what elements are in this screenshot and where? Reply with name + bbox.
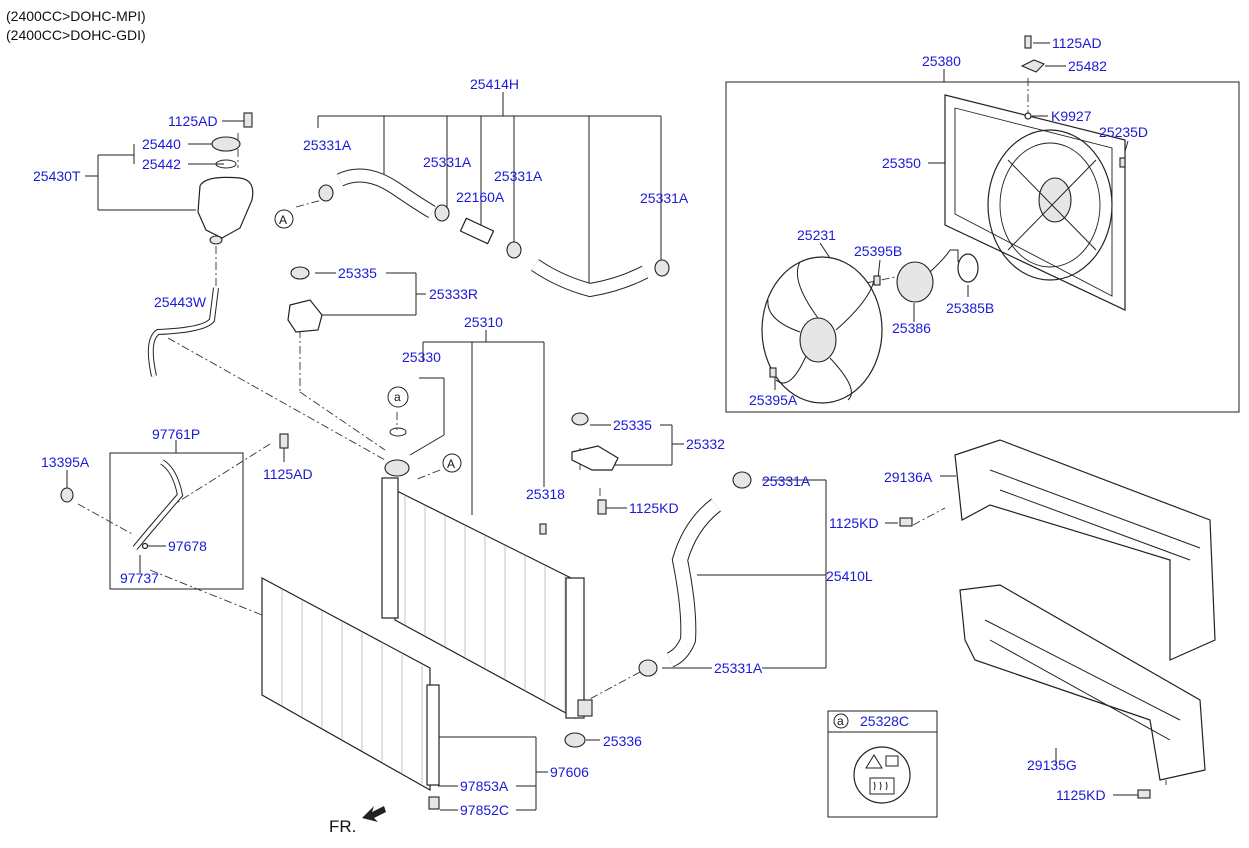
label-25330: 25330 xyxy=(402,349,441,365)
callout-A-hose: A xyxy=(279,213,287,227)
ac-condenser xyxy=(261,576,440,810)
label-97853A: 97853A xyxy=(460,778,509,794)
label-97678: 97678 xyxy=(168,538,207,554)
label-29135G: 29135G xyxy=(1027,757,1077,773)
radiator xyxy=(381,459,593,720)
label-25310: 25310 xyxy=(464,314,503,330)
upper-mount-bracket xyxy=(287,266,323,333)
lower-hose xyxy=(638,471,752,677)
label-25350: 25350 xyxy=(882,155,921,171)
label-25380: 25380 xyxy=(922,53,961,69)
upper-hose xyxy=(318,168,670,298)
ac-pipe-bracket xyxy=(60,433,289,550)
label-97852C: 97852C xyxy=(460,802,509,818)
label-25442: 25442 xyxy=(142,156,181,172)
label-25231: 25231 xyxy=(797,227,836,243)
label-25331A-5: 25331A xyxy=(762,473,811,489)
label-97606: 97606 xyxy=(550,764,589,780)
label-25395A: 25395A xyxy=(749,392,798,408)
header-line-2: (2400CC>DOHC-GDI) xyxy=(6,27,146,43)
hot-coolant-warning-icon xyxy=(853,746,911,804)
label-25331A-1: 25331A xyxy=(303,137,352,153)
header-line-1: (2400CC>DOHC-MPI) xyxy=(6,8,146,24)
label-25385B: 25385B xyxy=(946,300,994,316)
leader-lines xyxy=(66,42,1138,811)
label-25443W: 25443W xyxy=(154,294,207,310)
label-25235D: 25235D xyxy=(1099,124,1148,140)
label-1125AD-bracket: 1125AD xyxy=(263,466,313,482)
label-K9927: K9927 xyxy=(1051,108,1092,124)
label-25332: 25332 xyxy=(686,436,725,452)
warning-label-box xyxy=(827,710,938,818)
callout-a-label: a xyxy=(837,714,844,728)
label-1125KD-frame: 1125KD xyxy=(829,515,879,531)
rubber-mount-25336 xyxy=(564,732,586,748)
lower-mount-bracket xyxy=(571,412,619,515)
label-25482: 25482 xyxy=(1068,58,1107,74)
label-13395A: 13395A xyxy=(41,454,90,470)
front-direction-label: FR. xyxy=(329,817,356,836)
callout-a-radiator: a xyxy=(394,390,401,404)
label-97737: 97737 xyxy=(120,570,159,586)
label-25386: 25386 xyxy=(892,320,931,336)
label-29136A: 29136A xyxy=(884,469,933,485)
fasteners-top-right xyxy=(769,35,1126,378)
label-25440: 25440 xyxy=(142,136,181,152)
label-1125AD-fan-bolt: 1125AD xyxy=(1052,35,1102,51)
label-1125KD-lower: 1125KD xyxy=(1056,787,1106,803)
label-25328C: 25328C xyxy=(860,713,909,729)
label-25430T: 25430T xyxy=(33,168,81,184)
label-25335-upper: 25335 xyxy=(338,265,377,281)
arrow-front-icon xyxy=(362,806,386,822)
label-1125AD-reservoir: 1125AD xyxy=(168,113,218,129)
label-25331A-6: 25331A xyxy=(714,660,763,676)
label-22160A: 22160A xyxy=(456,189,505,205)
label-25333R: 25333R xyxy=(429,286,478,302)
label-25414H: 25414H xyxy=(470,76,519,92)
label-25335-lower: 25335 xyxy=(613,417,652,433)
label-25331A-3: 25331A xyxy=(494,168,543,184)
coolant-reservoir xyxy=(197,112,254,245)
fan-motor xyxy=(896,249,979,303)
label-97761P: 97761P xyxy=(152,426,200,442)
label-25331A-2: 25331A xyxy=(423,154,472,170)
label-25336: 25336 xyxy=(603,733,642,749)
label-25395B: 25395B xyxy=(854,243,902,259)
fan-shroud xyxy=(944,94,1126,311)
fan-assembly-box xyxy=(725,81,1240,413)
fan-blade xyxy=(761,256,883,404)
lower-radiator-frame xyxy=(959,584,1206,781)
upper-radiator-frame xyxy=(954,439,1216,661)
label-25331A-4: 25331A xyxy=(640,190,689,206)
label-25410L: 25410L xyxy=(826,568,873,584)
label-1125KD-bracket: 1125KD xyxy=(629,500,679,516)
callout-A-radiator: A xyxy=(447,457,455,471)
label-25318: 25318 xyxy=(526,486,565,502)
